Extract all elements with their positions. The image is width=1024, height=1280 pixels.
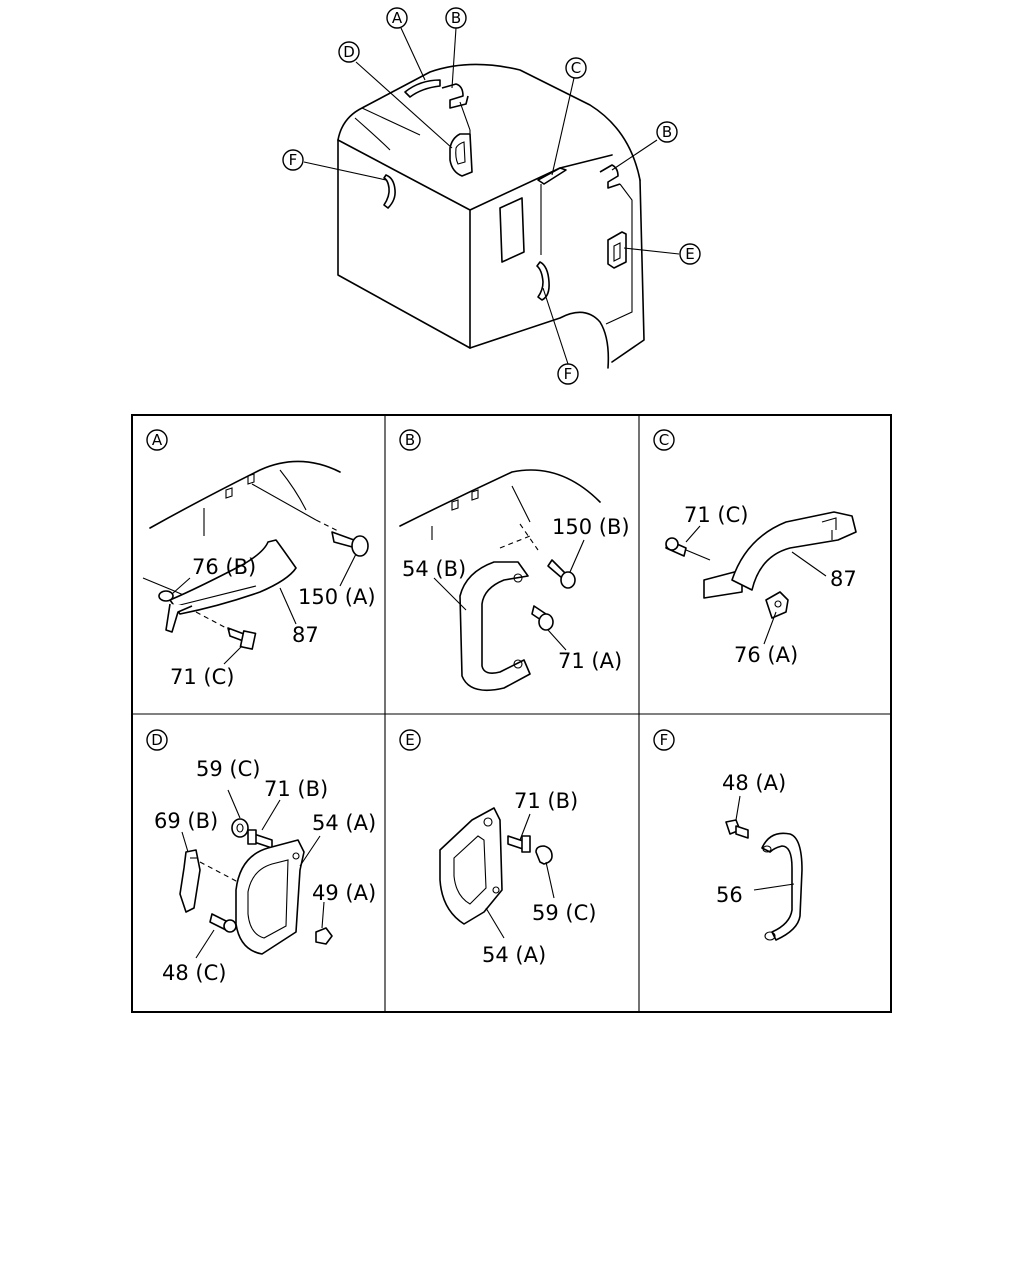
svg-text:F: F <box>289 151 298 169</box>
panel-a: A 76 (B) 150 (A) 87 71 (C) <box>142 429 376 689</box>
callout-a: A <box>386 7 408 29</box>
svg-text:E: E <box>685 245 694 263</box>
svg-text:49 (A): 49 (A) <box>312 881 376 905</box>
svg-text:76 (A): 76 (A) <box>734 643 798 667</box>
panel-b: B 150 (B) 54 (B) 71 (A) <box>399 429 630 692</box>
svg-text:D: D <box>343 43 355 61</box>
svg-text:D: D <box>151 731 163 749</box>
callout-b-top: B <box>445 7 467 29</box>
svg-text:F: F <box>660 731 669 749</box>
svg-text:C: C <box>571 59 581 77</box>
panel-c: C 71 (C) 87 76 (A) <box>653 429 857 667</box>
svg-text:48 (A): 48 (A) <box>722 771 786 795</box>
svg-text:59 (C): 59 (C) <box>196 757 260 781</box>
detail-grid <box>131 414 892 1013</box>
svg-text:B: B <box>662 123 672 141</box>
svg-text:54 (A): 54 (A) <box>482 943 546 967</box>
callout-f-left: F <box>282 149 304 171</box>
svg-text:71 (A): 71 (A) <box>558 649 622 673</box>
panel-d: D 59 (C) 71 (B) 69 (B) 54 (A) 49 (A) 48 … <box>146 729 376 985</box>
svg-text:87: 87 <box>830 567 857 591</box>
svg-text:150 (B): 150 (B) <box>552 515 630 539</box>
callout-d: D <box>338 41 360 63</box>
svg-text:C: C <box>659 431 669 449</box>
svg-text:F: F <box>564 365 573 383</box>
svg-text:87: 87 <box>292 623 319 647</box>
svg-text:48 (C): 48 (C) <box>162 961 226 985</box>
cab-overview <box>337 63 645 369</box>
svg-text:A: A <box>152 431 163 449</box>
svg-text:B: B <box>405 431 415 449</box>
callout-leaders <box>303 27 680 365</box>
panel-e: E 71 (B) 59 (C) 54 (A) <box>399 729 596 967</box>
panel-f: F 48 (A) 56 <box>653 729 803 941</box>
svg-text:150 (A): 150 (A) <box>298 585 376 609</box>
svg-text:B: B <box>451 9 461 27</box>
callout-b-right: B <box>656 121 678 143</box>
svg-text:71 (B): 71 (B) <box>264 777 328 801</box>
svg-text:E: E <box>405 731 414 749</box>
svg-text:69 (B): 69 (B) <box>154 809 218 833</box>
svg-text:71 (C): 71 (C) <box>684 503 748 527</box>
svg-text:76 (B): 76 (B) <box>192 555 256 579</box>
svg-text:54 (A): 54 (A) <box>312 811 376 835</box>
svg-text:A: A <box>392 9 403 27</box>
svg-text:56: 56 <box>716 883 743 907</box>
svg-text:71 (B): 71 (B) <box>514 789 578 813</box>
svg-text:54 (B): 54 (B) <box>402 557 466 581</box>
callout-f-right: F <box>557 363 579 385</box>
callout-c: C <box>565 57 587 79</box>
svg-text:71 (C): 71 (C) <box>170 665 234 689</box>
svg-text:59 (C): 59 (C) <box>532 901 596 925</box>
callout-e: E <box>679 243 701 265</box>
